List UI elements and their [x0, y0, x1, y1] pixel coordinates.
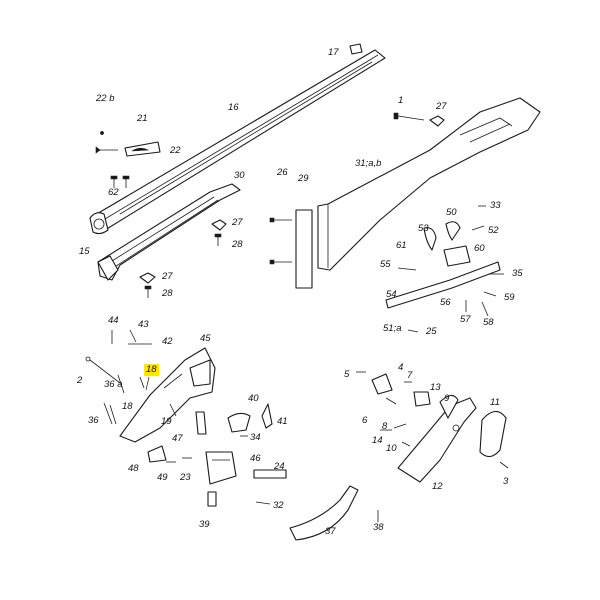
label-28-b: 28 — [162, 288, 173, 299]
label-6: 6 — [362, 415, 368, 426]
label-34: 34 — [250, 432, 261, 443]
label-55: 55 — [380, 259, 391, 270]
label-52: 52 — [488, 225, 499, 236]
label-27-b: 27 — [232, 217, 243, 228]
label-54: 54 — [386, 289, 397, 300]
part-4-14-small — [356, 371, 431, 447]
part-16-barrel — [89, 49, 386, 235]
label-7: 7 — [407, 370, 413, 381]
label-43: 43 — [138, 319, 149, 330]
part-3-pin — [499, 461, 509, 469]
label-26: 26 — [277, 167, 288, 178]
label-21: 21 — [137, 113, 148, 124]
part-34-40-41 — [227, 403, 273, 437]
label-3: 3 — [503, 476, 509, 487]
label-29: 29 — [298, 173, 309, 184]
label-15: 15 — [79, 246, 90, 257]
part-21-22-small — [95, 131, 161, 157]
label-22b: 22 b — [96, 93, 115, 104]
label-60: 60 — [474, 243, 485, 254]
part-32-39 — [207, 491, 271, 507]
label-57: 57 — [460, 314, 471, 325]
part-50-61-trigger-group — [385, 205, 504, 333]
label-62: 62 — [108, 187, 119, 198]
part-2-36-pins — [85, 356, 145, 425]
label-14: 14 — [372, 435, 383, 446]
label-22: 22 — [170, 145, 181, 156]
part-46-block — [205, 451, 237, 485]
label-33: 33 — [490, 200, 501, 211]
label-37: 37 — [325, 526, 336, 537]
label-53: 53 — [418, 223, 429, 234]
label-5: 5 — [344, 369, 350, 380]
label-19: 19 — [161, 416, 172, 427]
label-31: 31;a,b — [355, 158, 382, 169]
label-39: 39 — [199, 519, 210, 530]
label-10: 10 — [386, 443, 397, 454]
label-36: 36 — [88, 415, 99, 426]
label-23: 23 — [180, 472, 191, 483]
part-45-receiver — [119, 347, 216, 443]
label-9: 9 — [444, 393, 450, 404]
part-47-19-parts — [169, 403, 207, 435]
label-24: 24 — [274, 461, 285, 472]
label-27-c: 27 — [162, 271, 173, 282]
part-26-29-butt — [269, 209, 313, 289]
label-61: 61 — [396, 240, 407, 251]
label-1: 1 — [398, 95, 404, 106]
label-40: 40 — [248, 393, 259, 404]
label-4: 4 — [398, 362, 404, 373]
part-62-screws — [110, 175, 130, 188]
part-1-screw — [393, 112, 425, 121]
part-17-front-sight — [349, 43, 363, 55]
part-37-spring — [289, 485, 359, 541]
part-11-trigger — [479, 410, 507, 458]
label-42: 42 — [162, 336, 173, 347]
part-24-plate — [253, 469, 287, 479]
label-13: 13 — [430, 382, 441, 393]
part-27-28-fasteners — [139, 115, 445, 298]
label-36a: 36 a — [104, 379, 123, 390]
label-35: 35 — [512, 268, 523, 279]
label-41: 41 — [277, 416, 288, 427]
label-44: 44 — [108, 315, 119, 326]
label-18-highlighted[interactable]: 18 — [144, 364, 159, 376]
label-2: 2 — [77, 375, 83, 386]
label-45: 45 — [200, 333, 211, 344]
label-17: 17 — [328, 47, 339, 58]
label-48: 48 — [128, 463, 139, 474]
label-25: 25 — [426, 326, 437, 337]
label-11: 11 — [490, 397, 500, 408]
label-8: 8 — [382, 421, 388, 432]
part-9-12-hammer — [397, 394, 477, 483]
label-47: 47 — [172, 433, 183, 444]
part-15-30-forend — [97, 183, 241, 281]
label-30: 30 — [234, 170, 245, 181]
label-50: 50 — [446, 207, 457, 218]
leader-18 — [145, 376, 150, 391]
part-23-48-49 — [147, 445, 192, 463]
label-28-a: 28 — [232, 239, 243, 250]
part-31-stock — [317, 97, 541, 271]
label-18: 18 — [122, 401, 133, 412]
label-16: 16 — [228, 102, 239, 113]
label-32: 32 — [273, 500, 284, 511]
label-58: 58 — [483, 317, 494, 328]
label-12: 12 — [432, 481, 443, 492]
label-56: 56 — [440, 297, 451, 308]
label-38: 38 — [373, 522, 384, 533]
label-27-a: 27 — [436, 101, 447, 112]
label-59: 59 — [504, 292, 515, 303]
label-46: 46 — [250, 453, 261, 464]
part-42-44-pins — [111, 329, 152, 345]
label-51: 51;a — [383, 323, 402, 334]
label-49: 49 — [157, 472, 168, 483]
